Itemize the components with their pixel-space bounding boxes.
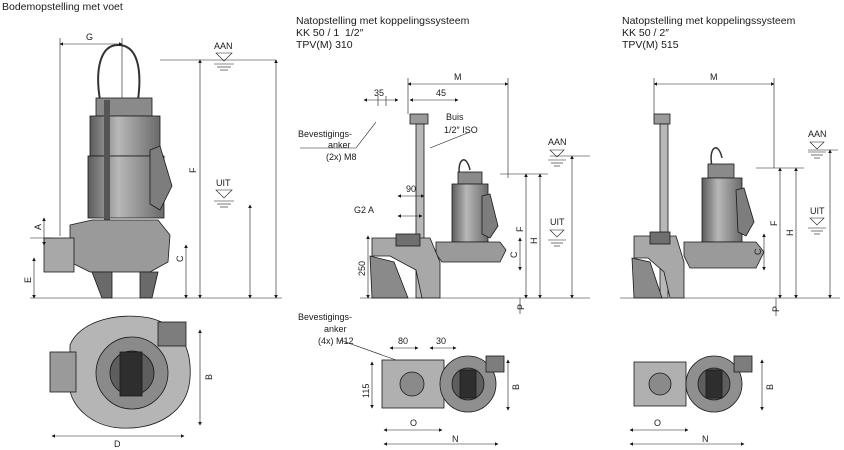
left-dim-G: G [86, 32, 93, 42]
right-dim-P: P [771, 306, 781, 312]
left-top-dims [51, 329, 202, 438]
right-dim-O: O [654, 418, 661, 428]
mid-anchor-big-line3: (4x) M12 [318, 336, 354, 346]
left-dim-D: D [114, 439, 121, 449]
mid-dim-90: 90 [406, 184, 416, 194]
right-dim-H: H [785, 230, 795, 237]
title-left: Bodemopstelling met voet [2, 1, 123, 13]
right-dim-M: M [710, 72, 718, 82]
right-pump-side-view [631, 113, 765, 299]
mid-level-aan: AAN [548, 137, 567, 147]
left-level-uit: UIT [216, 178, 231, 188]
mid-dim-N: N [452, 434, 459, 444]
mid-anchor-small-line2: anker [328, 140, 351, 150]
right-pump-top-view [633, 355, 753, 413]
left-pump-top-view [49, 315, 191, 429]
right-level-aan: AAN [808, 129, 827, 139]
mid-pump-top-view [381, 355, 505, 413]
mid-dim-115: 115 [361, 384, 371, 398]
left-dim-B: B [204, 374, 214, 380]
mid-pipe-label-line1: Buis [446, 112, 464, 122]
mid-dim-O: O [410, 418, 417, 428]
mid-dim-H: H [529, 238, 539, 245]
left-dim-C: C [175, 255, 185, 262]
mid-dim-C: C [509, 251, 519, 258]
title-mid-line3: TPV(M) 310 [296, 39, 353, 51]
mid-dim-M: M [454, 72, 462, 82]
title-right-line3: TPV(M) 515 [622, 39, 679, 51]
mid-dim-F: F [515, 226, 525, 232]
right-dim-B: B [765, 384, 775, 390]
mid-anchor-big-line1: Bevestigings- [298, 312, 352, 322]
right-dim-F: F [769, 220, 779, 226]
mid-top-dims [339, 339, 510, 446]
mid-pipe-label-line2: 1/2″ ISO [444, 125, 478, 135]
mid-anchor-small-line1: Bevestigings- [298, 129, 352, 139]
mid-dimension-lines [300, 78, 590, 314]
left-dim-E: E [23, 277, 33, 283]
right-dim-C: C [753, 248, 763, 255]
mid-dim-80: 80 [398, 336, 408, 346]
mid-dim-250: 250 [357, 261, 367, 276]
title-mid-line2: KK 50 / 1 1/2″ [296, 27, 364, 39]
left-dim-F: F [188, 167, 198, 173]
right-top-dims [629, 359, 764, 446]
left-pump-side-view [43, 43, 173, 299]
mid-dim-35: 35 [374, 88, 384, 98]
left-dim-A: A [33, 224, 43, 230]
mid-anchor-small-line3: (2x) M8 [326, 152, 357, 162]
mid-dim-P: P [516, 304, 526, 310]
title-right-line2: KK 50 / 2″ [622, 27, 669, 39]
left-dimension-lines [30, 38, 282, 299]
mid-dim-G2A: G2 A [354, 205, 374, 215]
mid-anchor-big-line2: anker [324, 324, 347, 334]
mid-pump-side-view [369, 113, 507, 299]
mid-dim-30: 30 [436, 336, 446, 346]
left-level-aan: AAN [214, 41, 233, 51]
right-dimension-lines [620, 78, 840, 316]
mid-dim-45: 45 [436, 88, 446, 98]
right-dim-N: N [702, 434, 709, 444]
title-right-line1: Natopstelling met koppelingssysteem [622, 15, 796, 27]
title-mid-line1: Natopstelling met koppelingssysteem [296, 15, 470, 27]
mid-level-uit: UIT [550, 217, 565, 227]
mid-dim-B: B [511, 384, 521, 390]
right-level-uit: UIT [810, 206, 825, 216]
